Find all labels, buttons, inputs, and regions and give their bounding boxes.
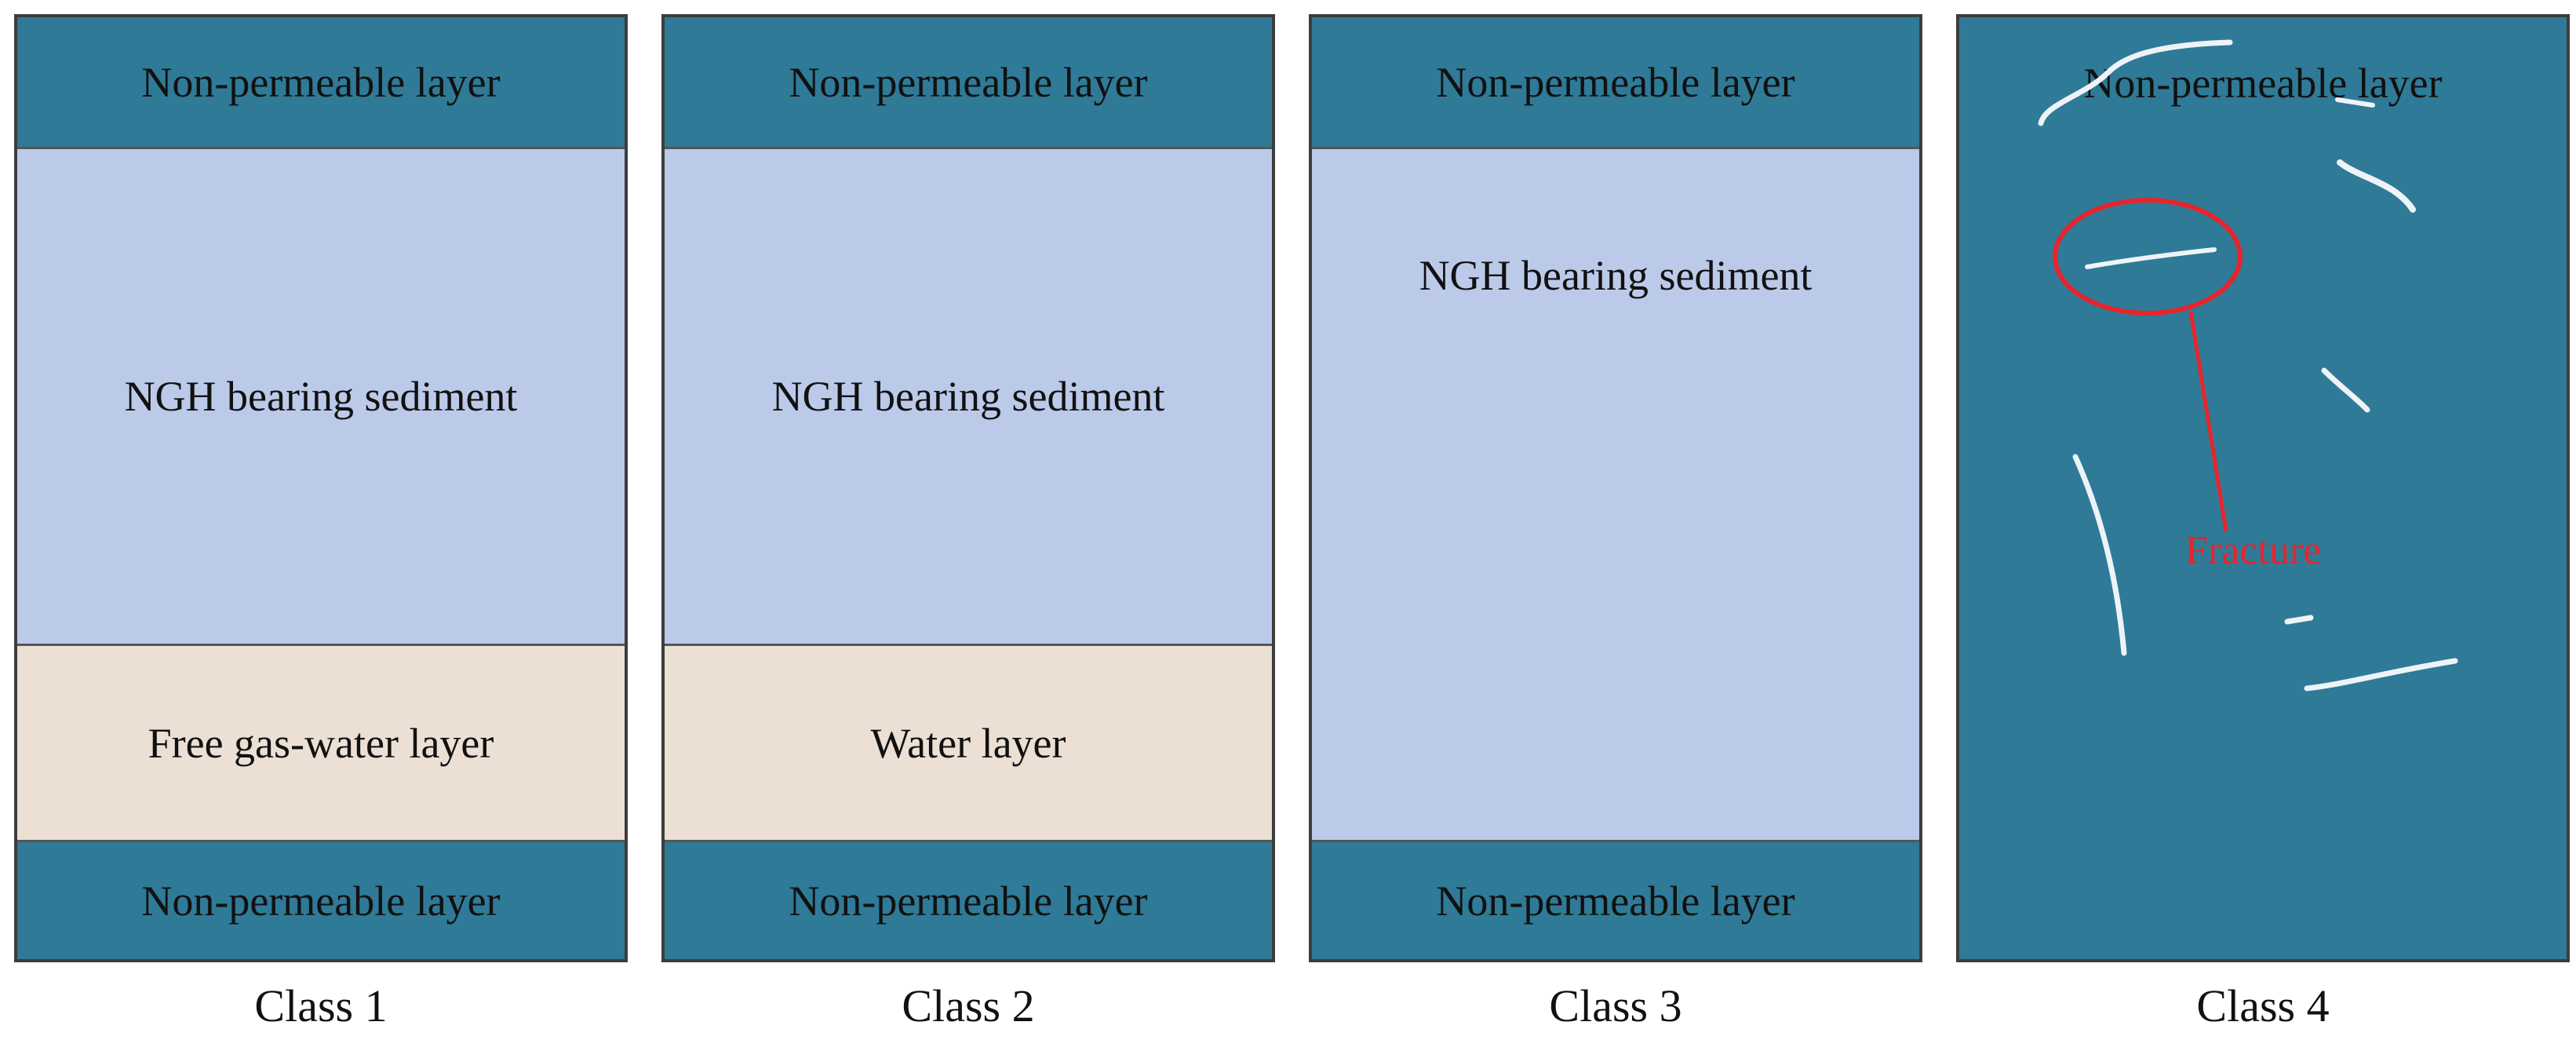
fracture (2284, 615, 2314, 625)
annotation-leader-line (2188, 311, 2228, 532)
top-non-permeable-layer: Non-permeable layer (17, 17, 625, 149)
layer-label: Non-permeable layer (1436, 58, 1795, 106)
class-2-label: Class 2 (902, 980, 1035, 1031)
class-4-label: Class 4 (2196, 980, 2330, 1031)
ngh-bearing-sediment-layer: NGH bearing sediment (665, 149, 1272, 644)
layer-label: Non-permeable layer (2083, 60, 2443, 107)
top-non-permeable-layer: Non-permeable layer (665, 17, 1272, 149)
fracture (2337, 159, 2416, 213)
top-non-permeable-layer: Non-permeable layer (1312, 17, 1919, 149)
fracture-label: Fracture (2185, 528, 2322, 573)
fracture (2304, 658, 2458, 692)
layer-label: Non-permeable layer (789, 877, 1148, 925)
free-gas-water-layer: Free gas-water layer (17, 644, 625, 840)
bottom-non-permeable-layer: Non-permeable layer (665, 840, 1272, 959)
ngh-bearing-sediment-layer: NGH bearing sediment (17, 149, 625, 644)
panel-class-4: Non-permeable layer Fracture (1956, 14, 2570, 962)
ngh-bearing-sediment-layer: NGH bearing sediment (1312, 149, 1919, 840)
layer-label: Non-permeable layer (141, 58, 501, 106)
class-3-label: Class 3 (1549, 980, 1682, 1031)
layer-label: Free gas-water layer (148, 719, 494, 767)
water-layer: Water layer (665, 644, 1272, 840)
layer-label: Non-permeable layer (1436, 877, 1795, 925)
top-non-permeable-layer: Non-permeable layer (1959, 17, 2567, 149)
fracture-network (2038, 39, 2458, 692)
layer-label: NGH bearing sediment (1419, 252, 1813, 299)
fracture-highlight-ellipse (2053, 198, 2243, 316)
layer-label: Non-permeable layer (789, 58, 1148, 106)
fracture (2072, 454, 2127, 656)
layer-label: Non-permeable layer (141, 877, 501, 925)
layer-label: NGH bearing sediment (124, 373, 518, 420)
class-1-label: Class 1 (254, 980, 388, 1031)
bottom-non-permeable-layer: Non-permeable layer (17, 840, 625, 959)
layer-label: Water layer (870, 719, 1066, 767)
fracture (2038, 39, 2233, 126)
fracture (2321, 367, 2370, 413)
layer-label: NGH bearing sediment (771, 373, 1165, 420)
panel-class-3: Non-permeable layer NGH bearing sediment… (1309, 14, 1922, 962)
bottom-non-permeable-layer: Non-permeable layer (1312, 840, 1919, 959)
panel-class-1: Non-permeable layer NGH bearing sediment… (14, 14, 628, 962)
fracture (2085, 247, 2217, 269)
fracture (2335, 97, 2375, 108)
panel-class-2: Non-permeable layer NGH bearing sediment… (661, 14, 1275, 962)
